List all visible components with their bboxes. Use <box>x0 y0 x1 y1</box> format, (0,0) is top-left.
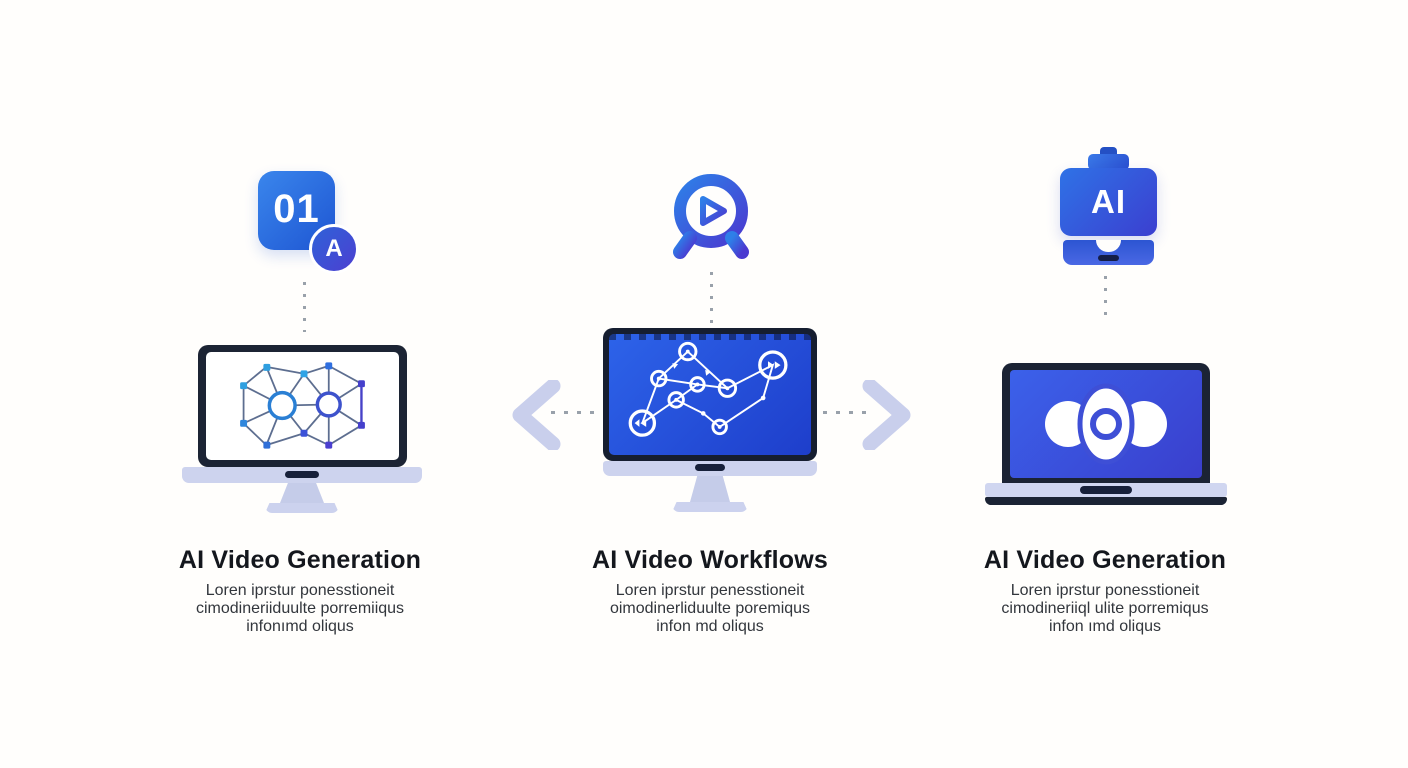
description-line: cimodineriiduulte porremiiqus <box>195 600 405 617</box>
tray-notch <box>1096 240 1121 252</box>
desktop-monitor-network <box>182 345 422 515</box>
dotted-connector-horizontal <box>823 411 871 414</box>
monitor-neck <box>690 476 730 502</box>
monitor-logo-pill <box>285 471 319 478</box>
monitor-screen <box>609 334 811 455</box>
dotted-connector-vertical <box>710 272 713 324</box>
workflow-graph <box>628 341 788 437</box>
description-line: cimodineriiql ulite porremiqus <box>1001 600 1209 617</box>
clipboard-body: AI <box>1060 168 1157 236</box>
laptop-base <box>985 483 1227 497</box>
ai-clipboard-icon: AI <box>1060 147 1157 267</box>
laptop-screen <box>1010 370 1202 478</box>
monitor-base <box>265 503 339 513</box>
clipboard-clip <box>1088 154 1129 170</box>
description-line: oimodinerliduulte poremiqus <box>609 600 811 617</box>
column-description: Loren iprstur penesstioneit oimodinerlid… <box>530 582 890 636</box>
column-description: Loren iprstur ponesstioneit cimodineriiq… <box>925 582 1285 636</box>
clipboard-tray <box>1063 240 1154 265</box>
desktop-monitor-workflow <box>603 328 817 514</box>
play-scope-icon <box>673 174 749 259</box>
laptop-bottom-edge <box>985 497 1227 505</box>
description-line: Loren iprstur ponesstioneit <box>1010 582 1200 599</box>
description-line: infonımd oliqus <box>246 618 354 635</box>
lens-graphic <box>1045 383 1167 465</box>
column-title: AI Video Workflows <box>591 546 829 574</box>
ai-label: AI <box>1091 183 1126 220</box>
dotted-connector-horizontal <box>551 411 599 414</box>
chevron-left-icon <box>512 380 561 450</box>
screen-top-ticks <box>609 334 811 340</box>
laptop-screen-frame <box>1002 363 1210 483</box>
badge-letter: A <box>325 235 343 262</box>
description-line: infon md oliqus <box>656 618 764 635</box>
laptop-hinge-pill <box>1080 486 1132 494</box>
column-title: AI Video Generation <box>178 546 422 574</box>
description-line: Loren iprstur penesstioneit <box>615 582 805 599</box>
tray-handle <box>1098 255 1119 261</box>
dotted-connector-vertical <box>303 282 306 332</box>
monitor-logo-pill <box>695 464 725 471</box>
step-number: 01 <box>273 187 320 231</box>
monitor-screen <box>206 352 399 460</box>
network-graph <box>240 362 365 449</box>
monitor-neck <box>280 483 324 503</box>
chevron-right-icon <box>862 380 911 450</box>
column-title: AI Video Generation <box>983 546 1227 574</box>
description-line: infon ımd oliqus <box>1048 618 1162 635</box>
dotted-connector-vertical <box>1104 276 1107 318</box>
column-description: Loren iprstur ponesstioneit cimodineriid… <box>120 582 480 636</box>
description-line: Loren iprstur ponesstioneit <box>205 582 395 599</box>
letter-a-badge-icon: A <box>309 224 359 274</box>
monitor-base <box>672 502 748 512</box>
numbered-square-badge-icon: 01 A <box>258 171 359 274</box>
